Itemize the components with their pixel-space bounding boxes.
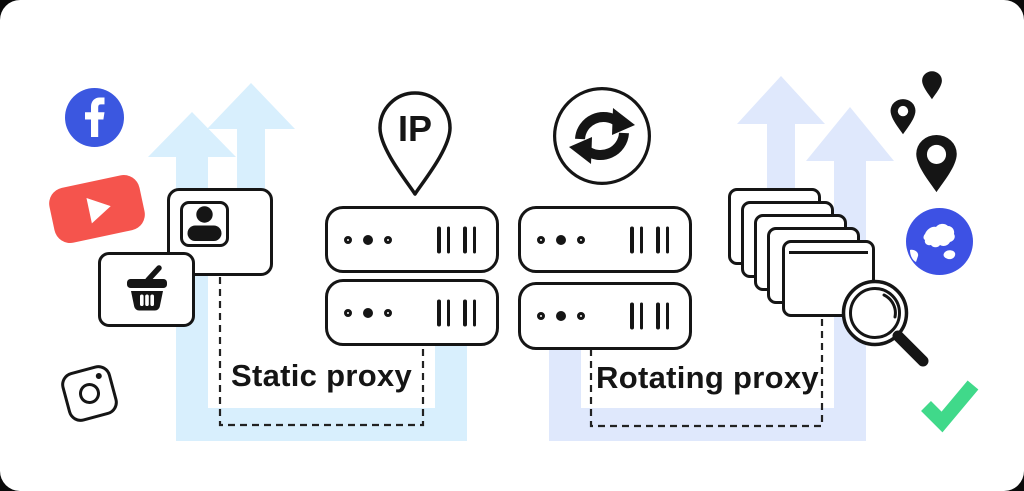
magnifier-icon <box>841 279 929 367</box>
server-vent <box>472 226 476 253</box>
server-unit <box>325 279 499 346</box>
server-led <box>556 234 566 245</box>
server-unit <box>518 206 692 273</box>
ip-pin-label: IP <box>398 108 432 149</box>
shopping-basket-card <box>98 252 195 327</box>
rotating-proxy-label: Rotating proxy <box>596 360 819 395</box>
server-vents <box>630 302 669 330</box>
rotating-arrow-pipe <box>549 107 894 441</box>
server-led <box>384 308 392 317</box>
server-vent <box>665 226 669 253</box>
server-vents <box>437 299 476 326</box>
camera-lens <box>76 380 103 407</box>
server-led <box>577 312 585 320</box>
server-led <box>537 235 545 244</box>
server-leds <box>537 234 585 245</box>
map-pin-large-icon <box>916 134 957 193</box>
server-led <box>556 311 566 321</box>
server-leds <box>537 311 585 321</box>
server-vent <box>639 302 643 330</box>
static-arrow-pipe <box>148 112 467 441</box>
rotating-arrow-secondary <box>737 76 825 212</box>
server-vent <box>656 226 660 253</box>
server-led <box>363 307 373 318</box>
static-proxy-connector <box>218 277 425 427</box>
server-led <box>577 235 585 244</box>
rotating-proxy-connector <box>589 317 824 428</box>
check-icon <box>921 380 979 433</box>
server-led <box>344 235 352 244</box>
avatar-frame <box>180 201 229 247</box>
server-led <box>363 234 373 245</box>
server-vent <box>665 302 669 330</box>
server-vent <box>446 299 450 326</box>
server-unit <box>518 282 692 350</box>
static-arrow-secondary <box>207 83 295 232</box>
basket-icon <box>126 264 167 310</box>
map-pin-medium-icon <box>890 99 916 135</box>
server-led <box>537 312 545 320</box>
page-toolbar-line <box>789 251 868 254</box>
globe-icon <box>906 208 973 275</box>
static-proxy-label: Static proxy <box>230 358 413 393</box>
server-led <box>344 308 352 317</box>
server-leds <box>344 307 392 318</box>
play-icon <box>86 193 114 224</box>
server-vent <box>630 226 634 253</box>
facebook-icon <box>65 88 124 147</box>
server-vent <box>463 226 467 253</box>
server-vent <box>630 302 634 330</box>
server-vent <box>463 299 467 326</box>
server-vents <box>437 226 476 253</box>
server-unit <box>325 206 499 273</box>
sync-icon <box>552 86 652 186</box>
person-icon <box>187 206 222 241</box>
facebook-f-glyph <box>85 97 105 137</box>
server-vents <box>630 226 669 253</box>
server-vent <box>437 226 441 253</box>
server-leds <box>344 234 392 245</box>
server-vent <box>446 226 450 253</box>
camera-flash-dot <box>95 372 103 380</box>
server-vent <box>656 302 660 330</box>
map-pin-small-icon <box>922 71 942 100</box>
server-led <box>384 235 392 244</box>
server-vent <box>437 299 441 326</box>
server-vent <box>472 299 476 326</box>
ip-pin-icon: IP <box>378 91 452 196</box>
server-vent <box>639 226 643 253</box>
